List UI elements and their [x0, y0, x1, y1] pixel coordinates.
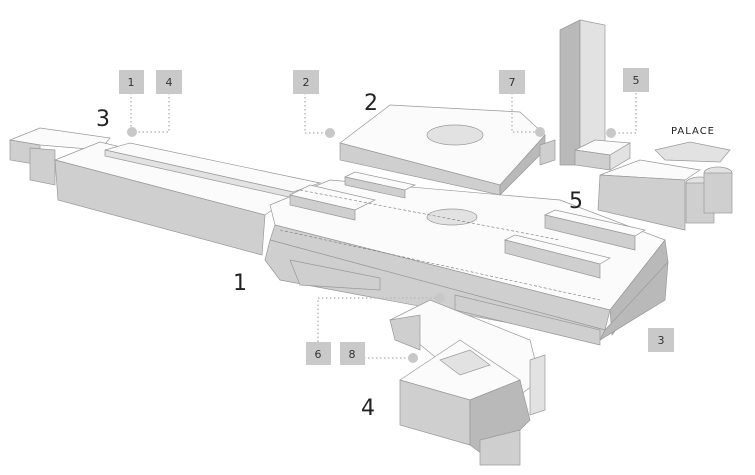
- tag-label: 1: [128, 76, 135, 89]
- building-palace: [597, 141, 733, 231]
- tag-label: 2: [303, 76, 310, 89]
- callout-dots: [127, 127, 616, 363]
- tag-label: 8: [349, 348, 356, 361]
- tag-label: 5: [633, 74, 640, 87]
- tag-label: 6: [315, 348, 322, 361]
- building-tower: [559, 19, 632, 171]
- building-central-block: [264, 171, 669, 346]
- tag-4: 4: [156, 70, 182, 94]
- tag-label: 3: [658, 334, 665, 347]
- tag-6: 6: [306, 342, 331, 365]
- leader-lines: [130, 93, 637, 359]
- building-courtyard: [339, 104, 556, 196]
- tag-3: 3: [648, 328, 674, 352]
- tag-5: 5: [623, 68, 649, 92]
- area-number-2: 2: [364, 91, 378, 116]
- palace-label: PALACE: [671, 126, 715, 137]
- tag-8: 8: [340, 342, 365, 365]
- area-number-3: 3: [96, 107, 110, 132]
- area-number-1: 1: [233, 271, 247, 296]
- area-number-5: 5: [569, 189, 583, 214]
- tag-2: 2: [293, 70, 319, 94]
- tag-label: 7: [509, 76, 516, 89]
- tag-1: 1: [119, 70, 144, 94]
- area-number-4: 4: [361, 396, 375, 421]
- tag-label: 4: [166, 76, 173, 89]
- tag-7: 7: [499, 70, 525, 94]
- building-left-wing: [8, 127, 322, 256]
- building-four: [389, 299, 546, 466]
